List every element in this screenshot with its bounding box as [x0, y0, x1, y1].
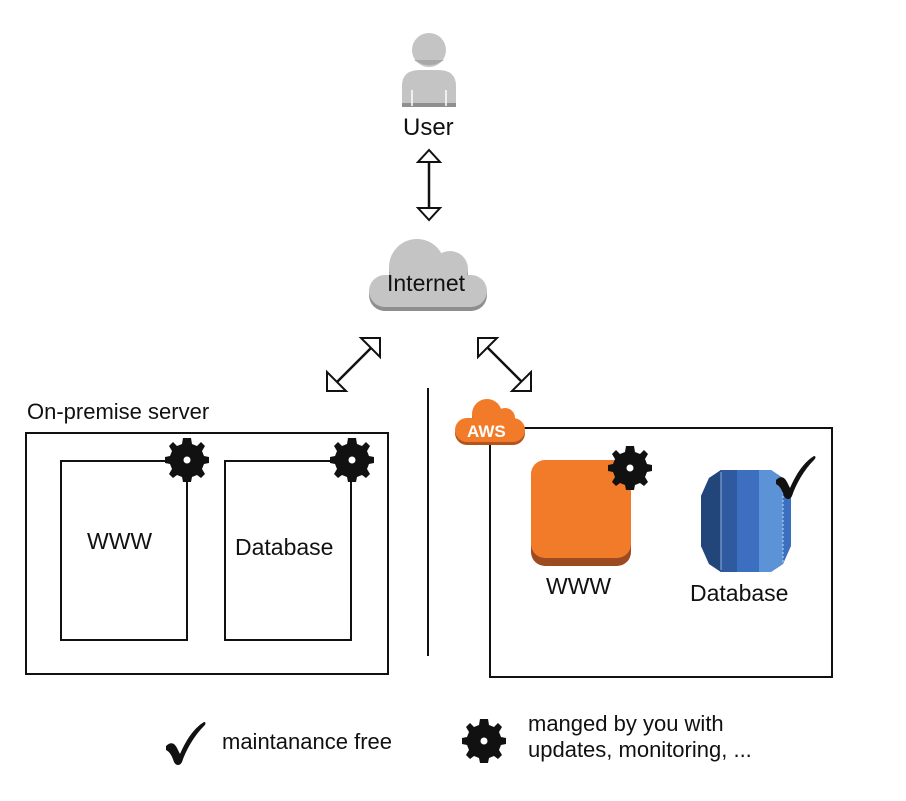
- onpremise-title: On-premise server: [27, 399, 210, 424]
- aws-cloud-badge: [455, 399, 525, 445]
- aws-ec2-icon: [531, 460, 631, 566]
- legend-gear-text-line2: updates, monitoring, ...: [528, 737, 752, 762]
- cloud-icon: [369, 239, 487, 311]
- internet-aws-arrow: [477, 337, 532, 392]
- onpremise-database-label: Database: [235, 534, 334, 560]
- gear-icon: [165, 438, 209, 482]
- legend-gear-text-line1: manged by you with: [528, 711, 724, 736]
- onpremise-database-server: [224, 460, 352, 641]
- aws-badge-label: AWS: [467, 422, 506, 441]
- onpremise-www-label: WWW: [87, 528, 153, 554]
- onpremise-container: [25, 432, 389, 675]
- gear-icon: [330, 438, 374, 482]
- internet-label: Internet: [387, 270, 465, 296]
- legend-gear-icon: [462, 719, 506, 763]
- aws-container: [489, 427, 833, 678]
- user-icon: [402, 33, 456, 107]
- legend-check-text: maintanance free: [222, 729, 392, 754]
- user-label: User: [403, 114, 454, 141]
- aws-rds-icon: [701, 470, 791, 572]
- divider-line: [427, 388, 429, 656]
- user-internet-arrow: [415, 148, 443, 222]
- internet-onpremise-arrow: [326, 337, 381, 392]
- legend-check-icon: [166, 722, 206, 765]
- check-icon: [776, 456, 816, 499]
- aws-www-label: WWW: [546, 573, 612, 599]
- gear-icon: [608, 446, 652, 490]
- aws-database-label: Database: [690, 580, 789, 606]
- onpremise-www-server: [60, 460, 188, 641]
